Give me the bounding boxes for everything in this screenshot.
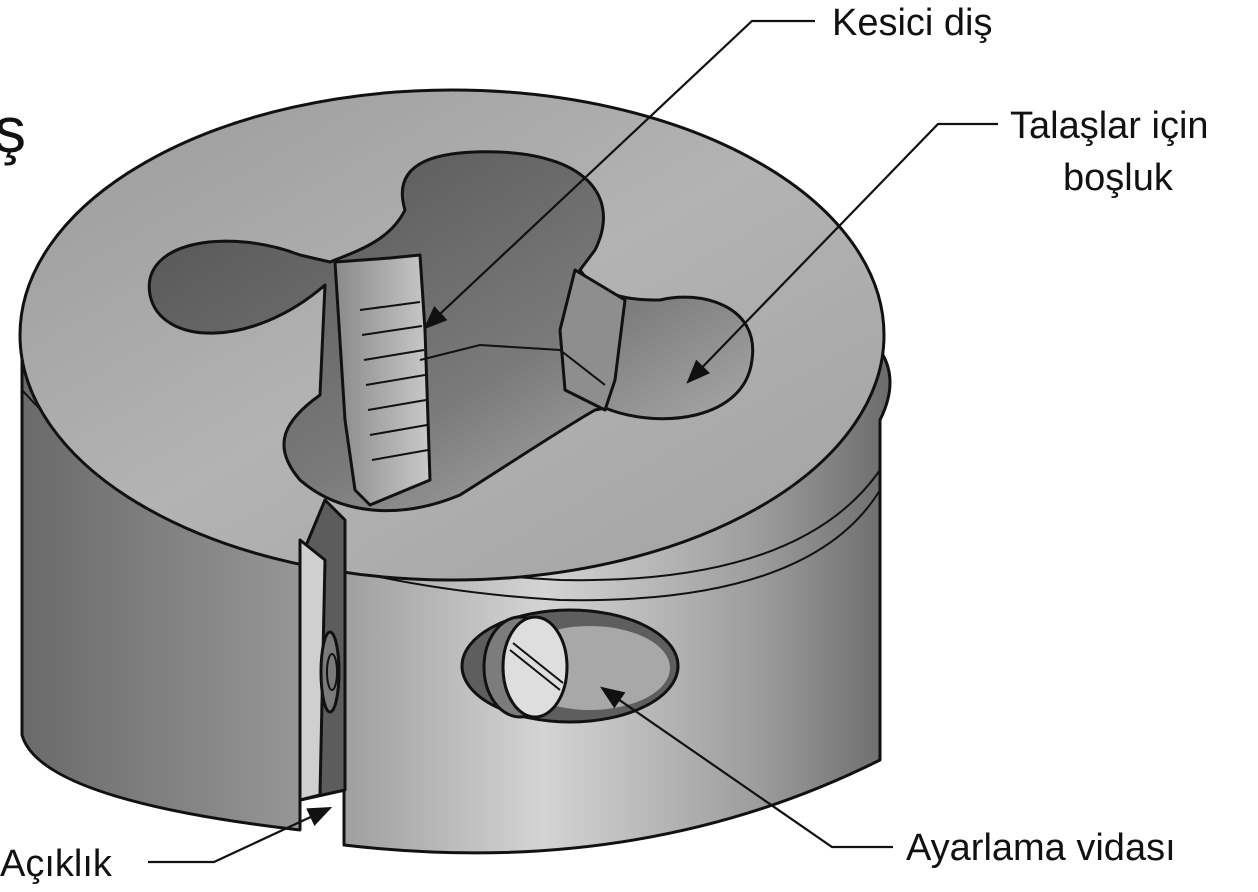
cropped-glyph: ş (0, 94, 26, 166)
label-chip-space-line2: boşluk (1063, 157, 1174, 199)
label-adjusting-screw: Ayarlama vidası (906, 827, 1176, 869)
adjusting-screw (484, 617, 567, 717)
label-opening: Açıklık (0, 843, 113, 885)
die-body (20, 90, 890, 853)
label-chip-space-line1: Talaşlar için (1010, 105, 1209, 147)
label-cutting-thread: Kesici diş (832, 2, 993, 44)
